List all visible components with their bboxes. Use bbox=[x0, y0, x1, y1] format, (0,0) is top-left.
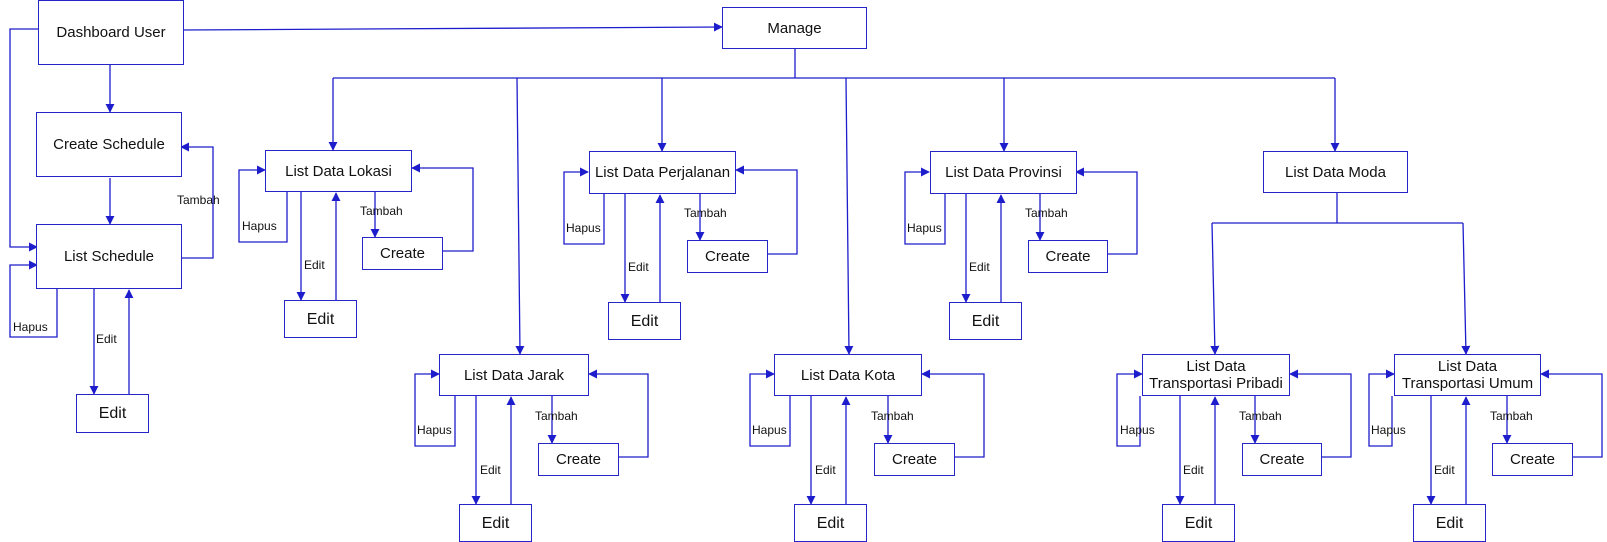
label-provinsi-edit: Edit bbox=[969, 260, 990, 274]
edge-create-to-perjalanan bbox=[735, 165, 798, 255]
node-list-data-moda[interactable]: List Data Moda bbox=[1263, 151, 1408, 193]
label-pribadi-hapus: Hapus bbox=[1120, 423, 1155, 437]
edge-manage-to-jarak bbox=[515, 77, 525, 355]
label-jarak-edit: Edit bbox=[480, 463, 501, 477]
node-list-data-jarak[interactable]: List Data Jarak bbox=[439, 354, 589, 396]
label-perjalanan-edit: Edit bbox=[628, 260, 649, 274]
label-schedule-hapus: Hapus bbox=[13, 320, 48, 334]
edge-moda-to-pribadi bbox=[1210, 222, 1220, 355]
label-jarak-tambah: Tambah bbox=[535, 409, 578, 423]
label-pribadi-tambah: Tambah bbox=[1239, 409, 1282, 423]
edge-umum-hapus bbox=[1368, 369, 1395, 447]
node-umum-edit[interactable]: Edit bbox=[1413, 504, 1486, 542]
label-schedule-edit: Edit bbox=[96, 332, 117, 346]
label-lokasi-hapus: Hapus bbox=[242, 219, 277, 233]
label-umum-tambah: Tambah bbox=[1490, 409, 1533, 423]
node-list-data-provinsi[interactable]: List Data Provinsi bbox=[930, 151, 1077, 194]
edge-pribadi-hapus bbox=[1116, 369, 1143, 447]
label-lokasi-tambah: Tambah bbox=[360, 204, 403, 218]
edge-kota-hapus bbox=[749, 369, 791, 447]
node-create-schedule[interactable]: Create Schedule bbox=[36, 112, 182, 177]
label-kota-tambah: Tambah bbox=[871, 409, 914, 423]
edge-create-to-lokasi bbox=[411, 163, 474, 252]
edge-list-schedule-tambah bbox=[180, 142, 214, 259]
label-provinsi-tambah: Tambah bbox=[1025, 206, 1068, 220]
node-dashboard-user[interactable]: Dashboard User bbox=[38, 0, 184, 65]
edge-dashboard-to-list-schedule bbox=[9, 28, 39, 252]
label-schedule-tambah: Tambah bbox=[177, 193, 220, 207]
node-provinsi-edit[interactable]: Edit bbox=[949, 302, 1022, 340]
node-kota-edit[interactable]: Edit bbox=[794, 504, 867, 542]
node-schedule-edit[interactable]: Edit bbox=[76, 394, 149, 433]
node-perjalanan-create[interactable]: Create bbox=[687, 240, 768, 273]
edge-create-to-pribadi bbox=[1289, 369, 1352, 458]
label-jarak-hapus: Hapus bbox=[417, 423, 452, 437]
label-lokasi-edit: Edit bbox=[304, 258, 325, 272]
edge-create-to-umum bbox=[1540, 369, 1603, 458]
edge-perjalanan-hapus bbox=[563, 167, 605, 245]
node-pribadi-edit[interactable]: Edit bbox=[1162, 504, 1235, 542]
edge-jarak-hapus bbox=[414, 369, 456, 447]
edge-create-to-provinsi bbox=[1075, 167, 1138, 255]
node-umum-create[interactable]: Create bbox=[1492, 443, 1573, 476]
edge-list-schedule-hapus bbox=[9, 260, 58, 338]
label-umum-edit: Edit bbox=[1434, 463, 1455, 477]
node-lokasi-create[interactable]: Create bbox=[362, 237, 443, 270]
node-list-schedule[interactable]: List Schedule bbox=[36, 224, 182, 289]
node-manage[interactable]: Manage bbox=[722, 7, 867, 49]
label-kota-edit: Edit bbox=[815, 463, 836, 477]
edge-provinsi-hapus bbox=[904, 167, 946, 245]
node-list-data-lokasi[interactable]: List Data Lokasi bbox=[265, 150, 412, 192]
node-provinsi-create[interactable]: Create bbox=[1028, 240, 1108, 273]
node-jarak-create[interactable]: Create bbox=[538, 443, 619, 476]
label-provinsi-hapus: Hapus bbox=[907, 221, 942, 235]
edge-moda-to-umum bbox=[1461, 222, 1471, 355]
edge-create-to-jarak bbox=[588, 369, 649, 458]
label-umum-hapus: Hapus bbox=[1371, 423, 1406, 437]
node-lokasi-edit[interactable]: Edit bbox=[284, 300, 357, 338]
label-pribadi-edit: Edit bbox=[1183, 463, 1204, 477]
node-jarak-edit[interactable]: Edit bbox=[459, 504, 532, 542]
node-list-data-transportasi-pribadi[interactable]: List Data Transportasi Pribadi bbox=[1142, 354, 1290, 396]
edge-dashboard-to-manage bbox=[180, 22, 723, 32]
node-list-data-kota[interactable]: List Data Kota bbox=[774, 354, 922, 396]
edge-create-to-kota bbox=[921, 369, 985, 458]
node-list-data-transportasi-umum[interactable]: List Data Transportasi Umum bbox=[1394, 354, 1541, 396]
node-list-data-perjalanan[interactable]: List Data Perjalanan bbox=[589, 151, 736, 194]
label-perjalanan-hapus: Hapus bbox=[566, 221, 601, 235]
label-perjalanan-tambah: Tambah bbox=[684, 206, 727, 220]
node-pribadi-create[interactable]: Create bbox=[1242, 443, 1322, 476]
node-perjalanan-edit[interactable]: Edit bbox=[608, 302, 681, 340]
label-kota-hapus: Hapus bbox=[752, 423, 787, 437]
edge-lokasi-hapus bbox=[238, 165, 288, 243]
node-kota-create[interactable]: Create bbox=[874, 443, 955, 476]
edge-manage-to-kota bbox=[844, 77, 854, 355]
